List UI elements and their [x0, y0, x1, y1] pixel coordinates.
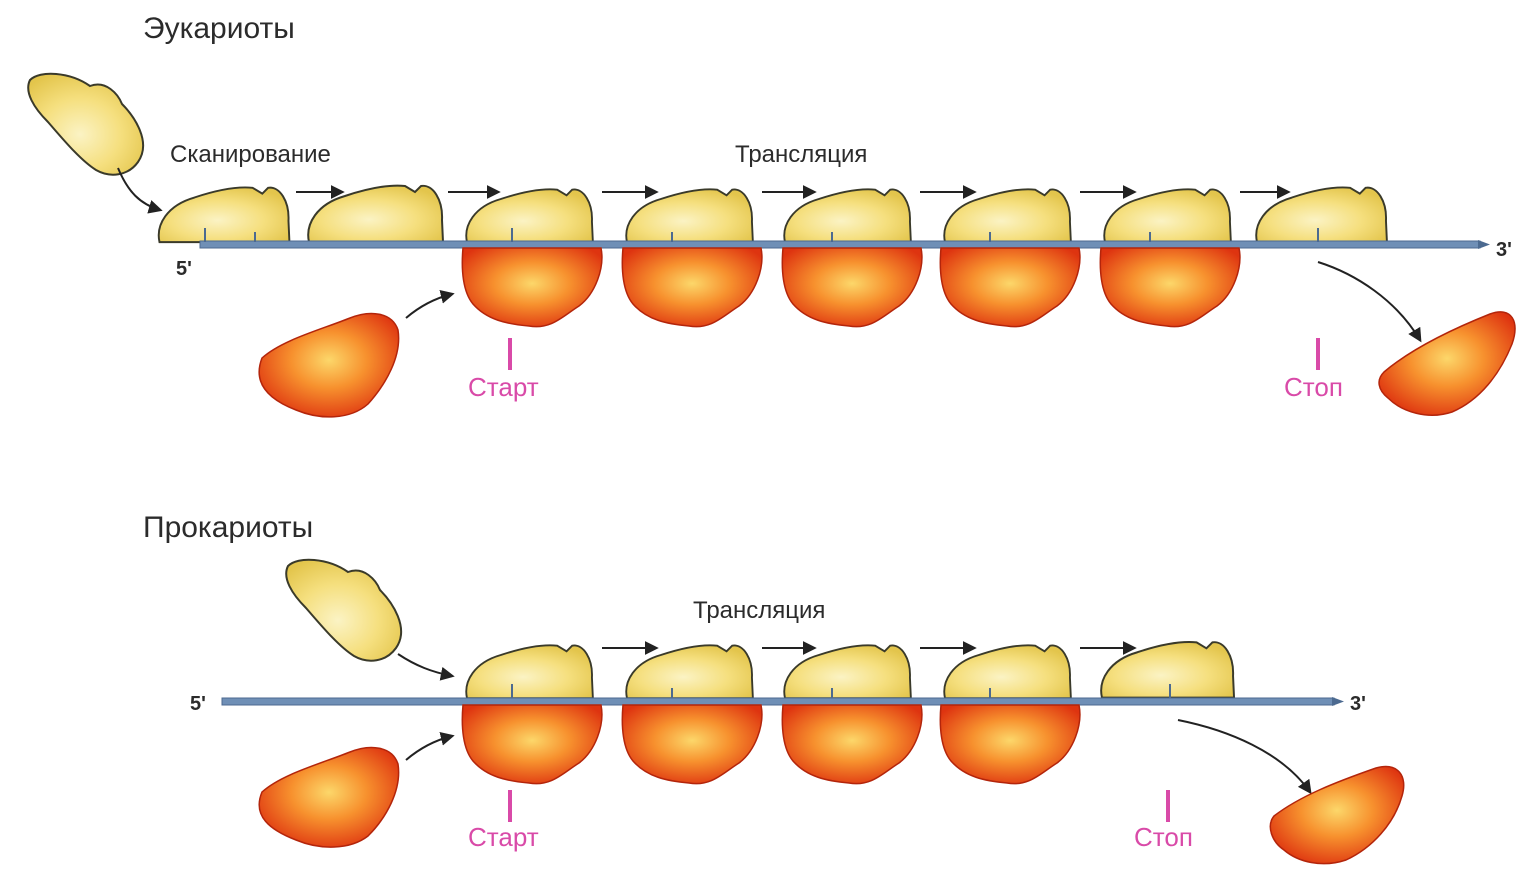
joining-arrow [406, 736, 452, 760]
small-subunit [466, 645, 593, 698]
small-subunit [1101, 642, 1234, 698]
stop-label: Стоп [1284, 372, 1343, 402]
release-arrow [1178, 720, 1310, 792]
prokaryotes-panel: Прокариоты Трансляция 5' 3' [143, 511, 1404, 864]
released-large-subunit [1379, 312, 1515, 415]
five-prime-label: 5' [176, 258, 192, 280]
stop-codon-marker [1166, 790, 1170, 822]
small-subunit [308, 186, 443, 242]
small-subunit [626, 645, 753, 698]
prokaryotes-translation-label: Трансляция [693, 597, 825, 624]
large-subunit [782, 248, 922, 327]
binding-arrow [398, 654, 452, 676]
stop-label: Стоп [1134, 822, 1193, 852]
eukaryotes-translation-label: Трансляция [735, 141, 867, 168]
free-small-subunit [286, 560, 401, 661]
start-codon-marker [508, 338, 512, 370]
free-large-subunit [259, 314, 398, 417]
start-label: Старт [468, 822, 539, 852]
three-prime-label: 3' [1350, 693, 1366, 715]
small-subunit [1256, 187, 1387, 242]
small-subunit [784, 189, 911, 242]
joining-arrow [406, 294, 452, 318]
release-arrow [1318, 262, 1420, 340]
small-subunit [944, 189, 1071, 242]
large-subunit [940, 705, 1080, 784]
large-subunit [462, 705, 602, 784]
mrna-strand [200, 241, 1480, 248]
small-subunit [784, 645, 911, 698]
released-large-subunit [1270, 767, 1403, 864]
five-prime-label: 5' [190, 693, 206, 715]
free-small-subunit [28, 74, 143, 175]
small-subunit [626, 189, 753, 242]
stop-codon-marker [1316, 338, 1320, 370]
eukaryotes-panel: Эукариоты Сканирование Трансляция [28, 12, 1515, 417]
small-subunit [1104, 189, 1231, 242]
large-subunit [462, 248, 602, 327]
start-codon-marker [508, 790, 512, 822]
free-large-subunit [259, 748, 398, 848]
scanning-label: Сканирование [170, 141, 331, 168]
small-subunit [466, 189, 593, 242]
large-subunit [622, 248, 762, 327]
eukaryotes-title: Эукариоты [143, 12, 295, 45]
large-subunit [782, 705, 922, 784]
large-subunit [622, 705, 762, 784]
large-subunit [1100, 248, 1240, 327]
mrna-strand [222, 698, 1334, 705]
binding-arrow [118, 168, 160, 210]
start-label: Старт [468, 372, 539, 402]
small-subunit [944, 645, 1071, 698]
large-subunit [940, 248, 1080, 327]
three-prime-label: 3' [1496, 239, 1512, 261]
small-subunit [159, 187, 290, 242]
prokaryotes-title: Прокариоты [143, 511, 313, 544]
